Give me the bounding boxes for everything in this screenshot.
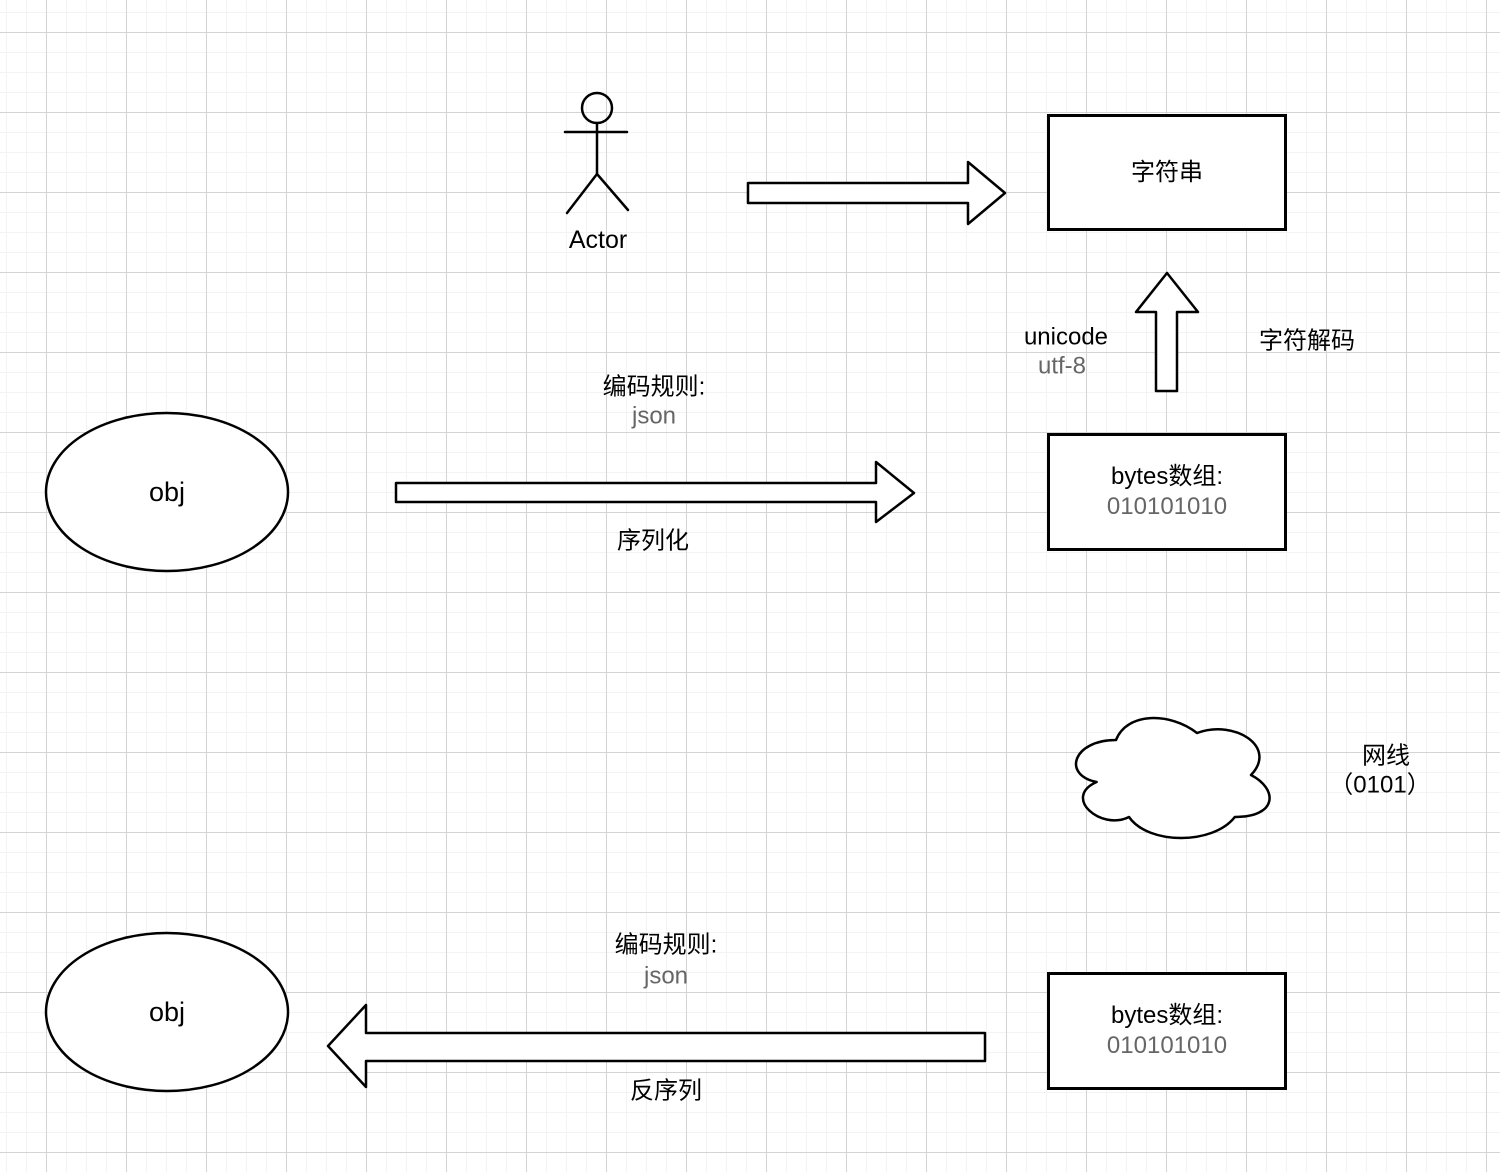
deserialize-arrow-label: 反序列 (630, 1077, 702, 1105)
bytes-box-top-title: bytes数组: (1110, 463, 1224, 490)
network-cloud (1074, 716, 1271, 840)
obj-ellipse-bottom (44, 931, 290, 1093)
obj-ellipse-top (44, 411, 290, 573)
serialize-arrow-label: 序列化 (617, 527, 689, 555)
bytes-box-bottom-title: bytes数组: (1110, 1002, 1224, 1029)
arrow-actor-to-string (746, 160, 1007, 226)
actor-icon (563, 91, 630, 215)
deserialize-rule-label: 编码规则: (614, 931, 718, 959)
serialize-rule-value: json (631, 402, 677, 430)
arrow-bytes-to-string (1134, 271, 1200, 393)
deserialize-rule-value: json (643, 962, 689, 990)
network-label-line2: （0101） (1329, 771, 1431, 799)
network-label-line1: 网线 (1362, 742, 1410, 770)
obj-top-label: obj (148, 476, 186, 507)
decode-utf8-label: utf-8 (1037, 352, 1087, 380)
bytes-box-top: bytes数组: 010101010 (1047, 433, 1287, 551)
actor-label: Actor (568, 226, 628, 254)
string-box-label: 字符串 (1131, 158, 1203, 186)
arrow-deserialize (326, 1003, 987, 1089)
arrow-serialize (394, 460, 916, 524)
bytes-box-bottom: bytes数组: 010101010 (1047, 972, 1287, 1090)
obj-bottom-label: obj (148, 996, 186, 1027)
serialize-rule-label: 编码规则: (602, 373, 706, 401)
string-box: 字符串 (1047, 114, 1287, 231)
decode-unicode-label: unicode (1023, 323, 1109, 351)
decode-right-label: 字符解码 (1259, 327, 1355, 355)
bytes-box-top-value: 010101010 (1106, 493, 1228, 520)
bytes-box-bottom-value: 010101010 (1106, 1032, 1228, 1059)
